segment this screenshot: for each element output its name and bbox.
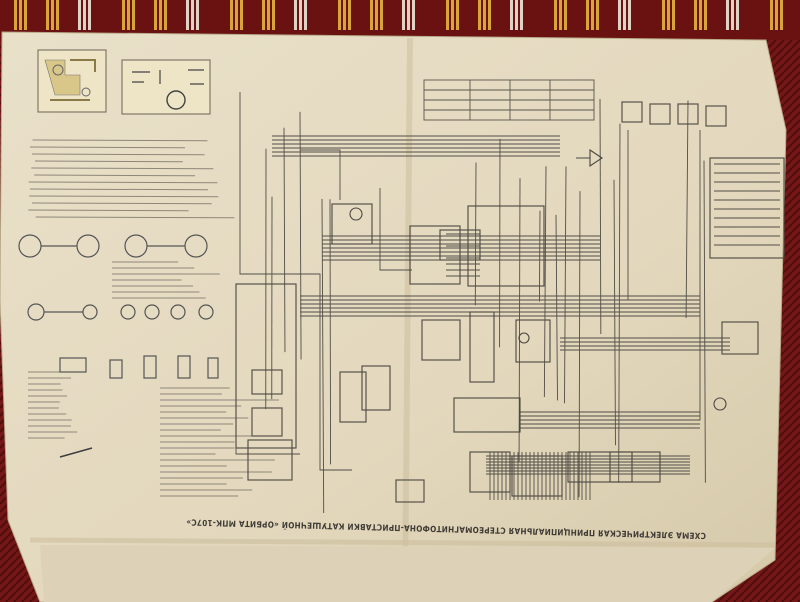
- schematic-sheet: [0, 31, 787, 602]
- sheet-fold-horizontal: [29, 537, 776, 548]
- title-block-table: [423, 79, 595, 121]
- sheet-fold-vertical: [402, 37, 413, 602]
- pcb-inset-right: [121, 59, 211, 115]
- schematic-wiring: [235, 92, 780, 514]
- schematic-blocks: [235, 101, 785, 503]
- schematic-notes-text: [28, 139, 279, 497]
- connector-symbols: [18, 234, 219, 458]
- sheet-bottom-strip: [40, 545, 775, 602]
- pcb-inset-left: [37, 49, 107, 113]
